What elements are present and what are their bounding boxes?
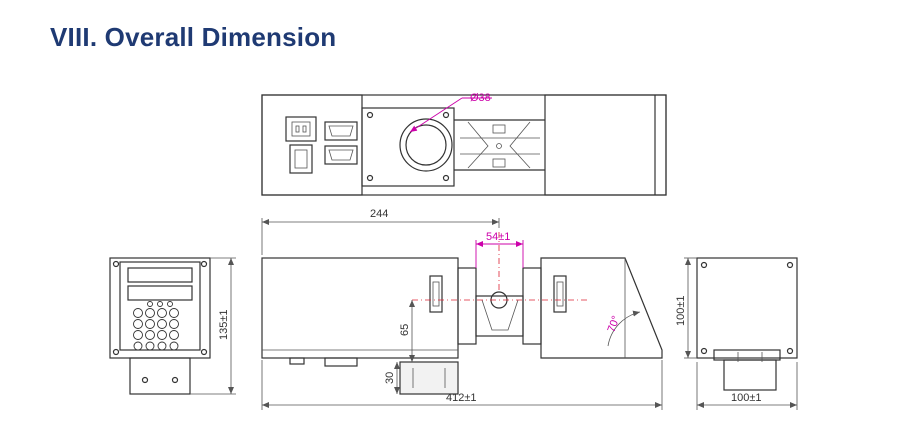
display-window-top <box>127 267 193 283</box>
left-view <box>109 257 211 395</box>
lens-plate <box>361 107 455 187</box>
page-title: VIII. Overall Dimension <box>50 22 337 52</box>
top-right-block <box>544 94 667 196</box>
top-view <box>261 94 667 196</box>
right-foot <box>723 359 777 391</box>
dimension-lines <box>190 218 798 410</box>
right-view <box>696 257 798 391</box>
gap-label: 54±1 <box>486 231 510 243</box>
keypad <box>133 301 179 351</box>
front-view <box>261 232 663 395</box>
serial-connector-top <box>324 121 358 141</box>
diameter-label: Ø38 <box>470 92 491 104</box>
lens-aperture <box>405 124 447 166</box>
length-total-label: 412±1 <box>446 392 477 404</box>
power-socket <box>285 116 317 142</box>
height-inner-label: 65 <box>399 324 411 336</box>
width-right-label: 100±1 <box>731 392 762 404</box>
power-switch <box>289 144 313 174</box>
lens-ring <box>399 118 453 172</box>
left-foot <box>129 357 191 395</box>
display-window-bottom <box>127 285 193 301</box>
height-right-label: 100±1 <box>675 295 687 326</box>
foot-height-label: 30 <box>384 372 396 384</box>
top-body-outline <box>261 94 667 196</box>
rear-panel <box>696 257 798 359</box>
front-left-body <box>261 257 459 359</box>
length-upper-label: 244 <box>370 208 388 220</box>
mounting-foot <box>399 361 459 395</box>
height-left-label: 135±1 <box>218 309 230 340</box>
serial-connector-bottom <box>324 145 358 165</box>
front-right-housing <box>540 257 663 359</box>
angle-label: 70° <box>606 314 623 334</box>
